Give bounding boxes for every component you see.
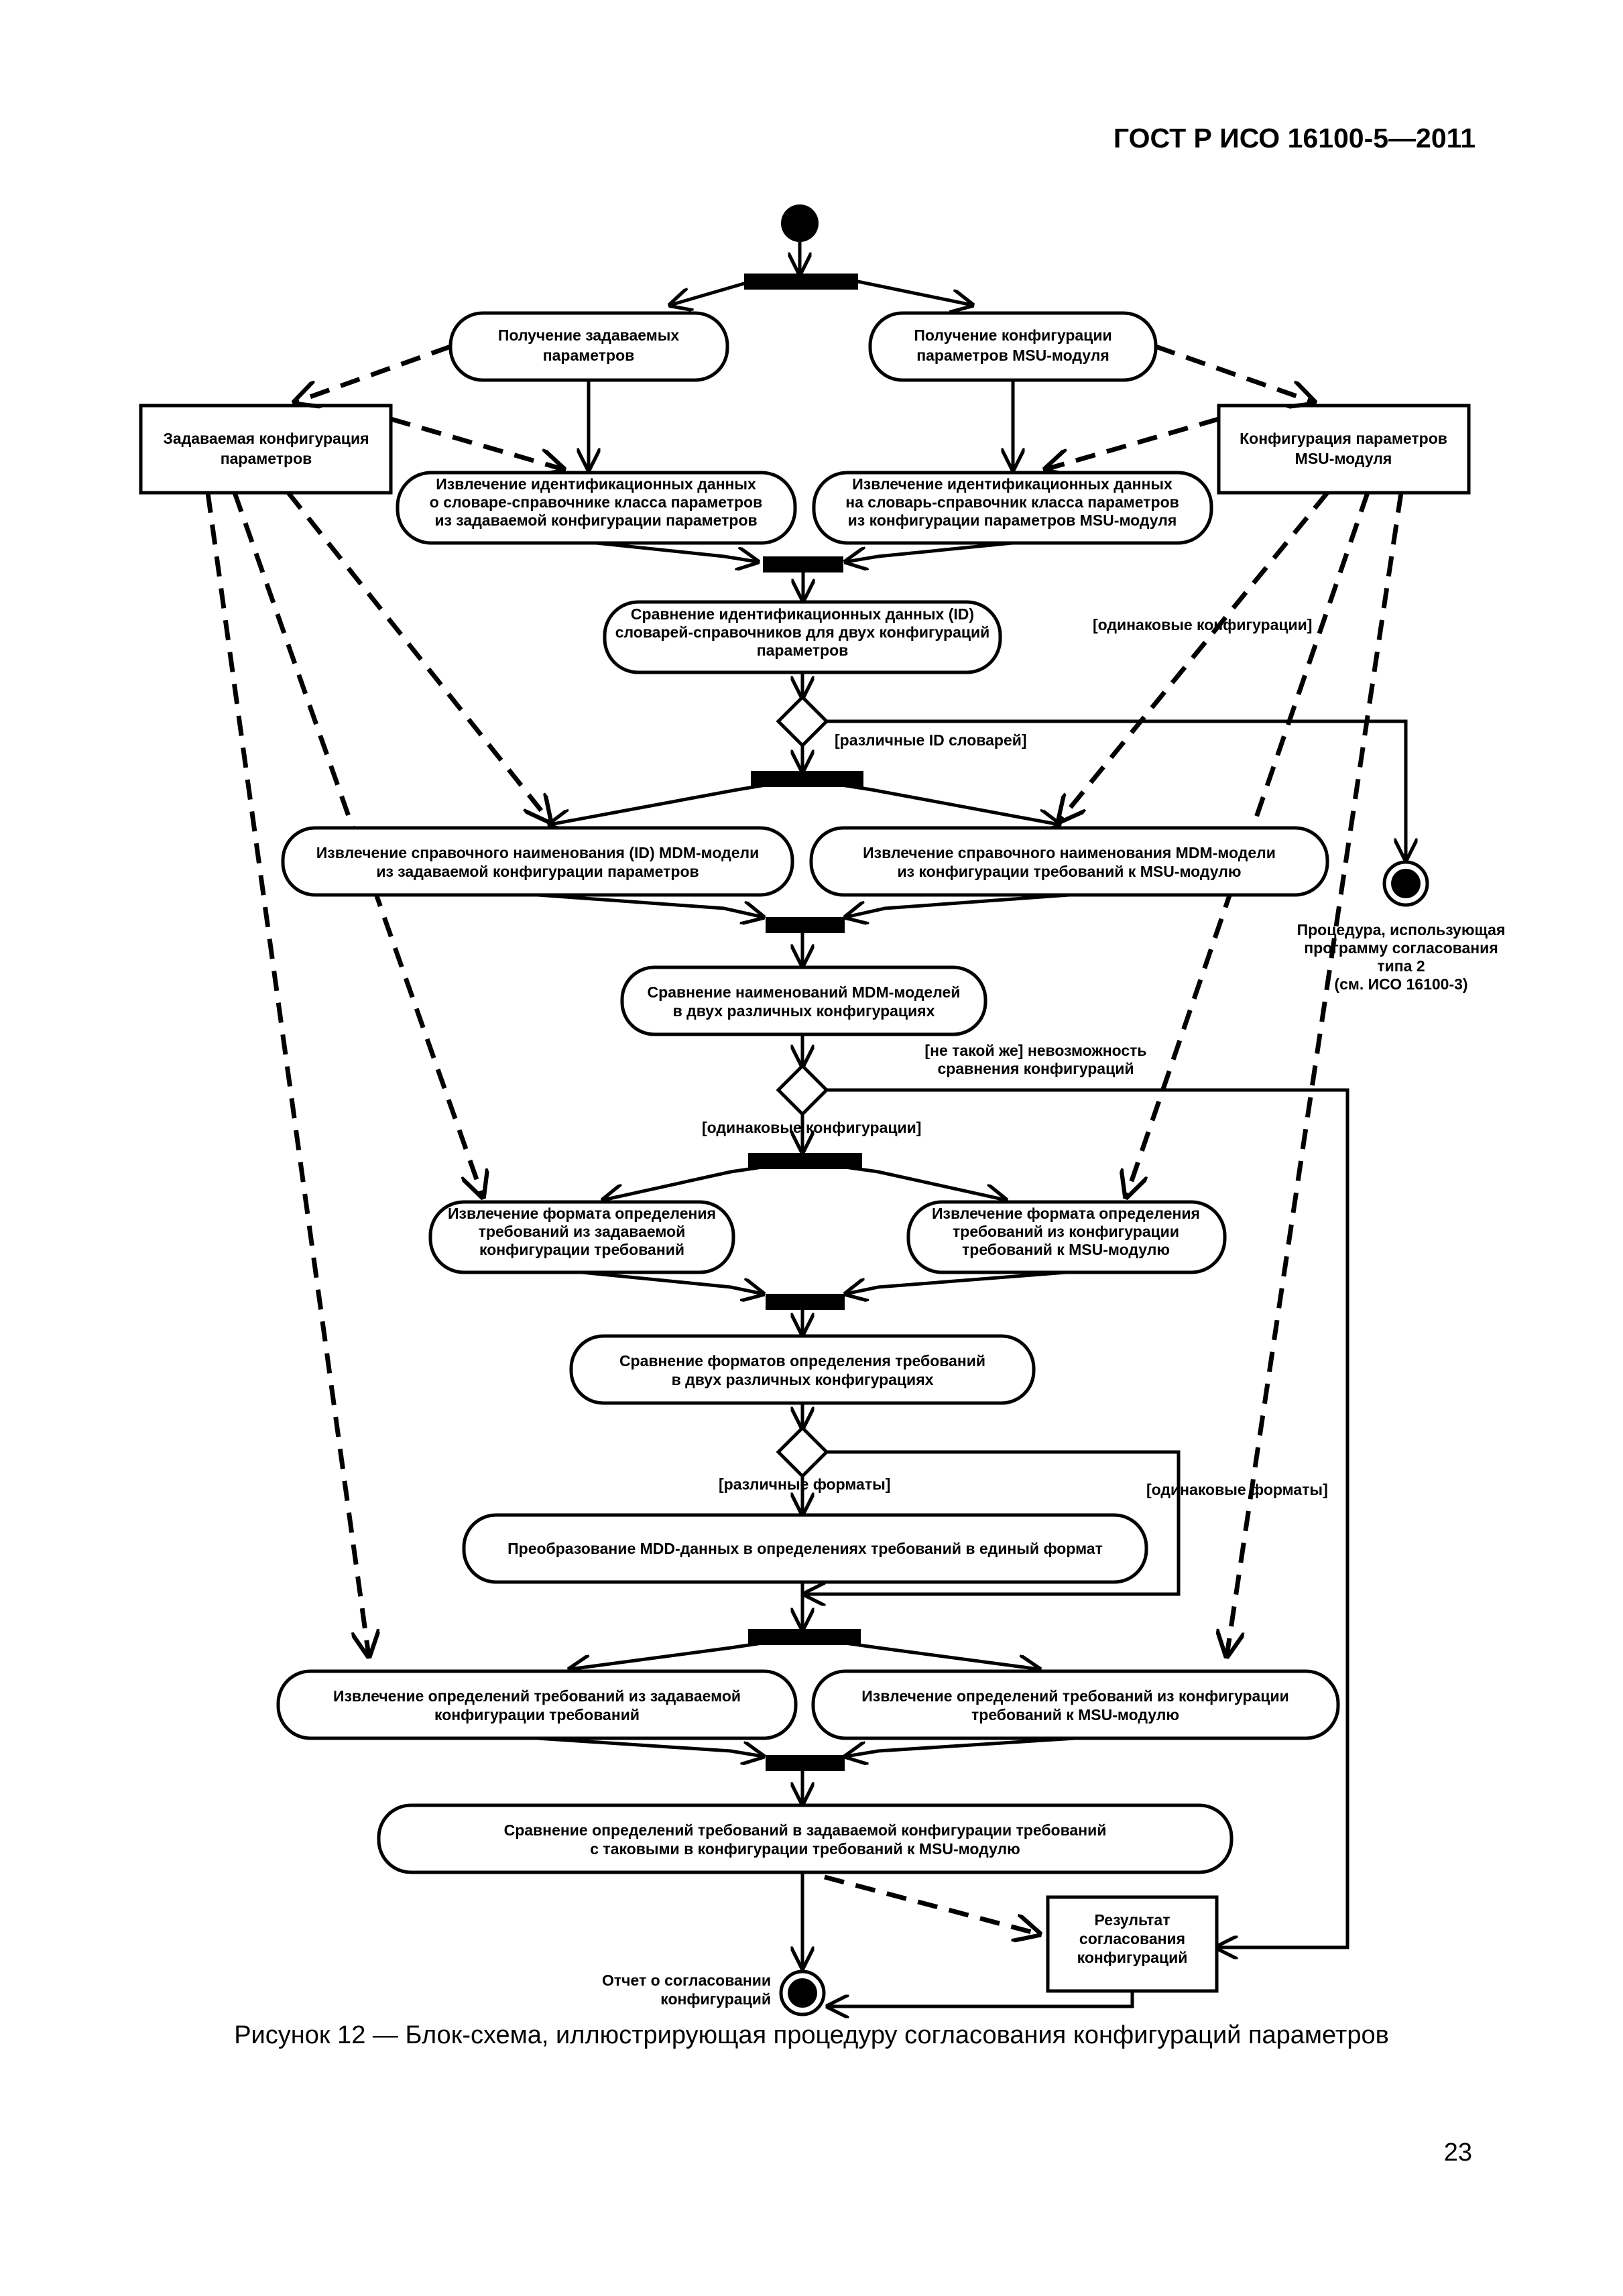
guard-same-formats: [одинаковые форматы] xyxy=(1146,1481,1328,1498)
svg-text:Задаваемая конфигурация: Задаваемая конфигурация xyxy=(163,430,369,447)
svg-text:Сравнение форматов определения: Сравнение форматов определения требовани… xyxy=(619,1352,985,1370)
svg-text:Извлечение идентификационных д: Извлечение идентификационных данных xyxy=(436,475,756,493)
svg-text:Извлечение формата определения: Извлечение формата определения xyxy=(448,1205,716,1222)
svg-text:типа 2: типа 2 xyxy=(1377,957,1425,975)
svg-text:параметров MSU-модуля: параметров MSU-модуля xyxy=(916,347,1109,364)
svg-text:Извлечение определений требова: Извлечение определений требований из зад… xyxy=(333,1687,741,1705)
svg-text:из задаваемой конфигурации пар: из задаваемой конфигурации параметров xyxy=(434,511,757,529)
activity-transform-mdd: Преобразование MDD-данных в определениях… xyxy=(462,1513,1148,1584)
svg-text:параметров: параметров xyxy=(757,642,849,659)
svg-text:Извлечение формата определения: Извлечение формата определения xyxy=(932,1205,1200,1222)
guard-diff-dict-ids: [различные ID словарей] xyxy=(835,731,1027,749)
object-result: Результат согласования конфигураций xyxy=(1046,1895,1219,1993)
svg-text:Отчет о согласовании: Отчет о согласовании xyxy=(602,1972,771,1989)
svg-text:из конфигурации требований к M: из конфигурации требований к MSU-модулю xyxy=(897,863,1241,880)
page-number: 23 xyxy=(1443,2138,1472,2167)
svg-text:на словарь-справочник класса п: на словарь-справочник класса параметров xyxy=(845,493,1179,511)
activity-compare-formats: Сравнение форматов определения требовани… xyxy=(569,1334,1036,1405)
svg-text:Сравнение определений требован: Сравнение определений требований в задав… xyxy=(504,1821,1107,1839)
svg-text:Конфигурация параметров: Конфигурация параметров xyxy=(1240,430,1447,447)
join-bar-4 xyxy=(766,917,845,933)
svg-text:словарей-справочников для двух: словарей-справочников для двух конфигура… xyxy=(615,623,990,641)
note-type2-procedure: Процедура, использующая программу соглас… xyxy=(1297,921,1506,993)
decision-node-1 xyxy=(776,694,829,748)
guard-not-same: [не такой же] невозможность сравнения ко… xyxy=(924,1042,1146,1077)
activity-extract-defs-msu: Извлечение определений требований из кон… xyxy=(811,1669,1340,1740)
svg-text:программу согласования: программу согласования xyxy=(1304,939,1498,957)
activity-extract-mdm-msu: Извлечение справочного наименования MDM-… xyxy=(809,826,1329,897)
svg-text:Получение задаваемых: Получение задаваемых xyxy=(498,326,680,344)
activity-compare-mdm: Сравнение наименований MDM-моделей в дву… xyxy=(620,965,987,1036)
final-node-report xyxy=(779,1970,826,2016)
svg-text:из задаваемой конфигурации пар: из задаваемой конфигурации параметров xyxy=(376,863,699,880)
svg-text:из конфигурации параметров MSU: из конфигурации параметров MSU-модуля xyxy=(848,511,1177,529)
activity-compare-defs: Сравнение определений требований в задав… xyxy=(377,1803,1234,1874)
svg-text:конфигурации требований: конфигурации требований xyxy=(434,1706,640,1724)
svg-text:требований из задаваемой: требований из задаваемой xyxy=(479,1223,686,1240)
figure-caption: Рисунок 12 — Блок-схема, иллюстрирующая … xyxy=(234,2021,1389,2049)
join-bar-2 xyxy=(763,556,843,572)
initial-node xyxy=(781,204,819,242)
svg-text:параметров: параметров xyxy=(543,347,635,364)
svg-text:согласования: согласования xyxy=(1079,1930,1185,1947)
svg-text:Процедура, использующая: Процедура, использующая xyxy=(1297,921,1506,939)
object-given-config: Задаваемая конфигурация параметров xyxy=(139,404,393,495)
decision-node-3 xyxy=(776,1425,829,1479)
svg-text:конфигураций: конфигураций xyxy=(1077,1949,1188,1966)
svg-text:Извлечение определений требова: Извлечение определений требований из кон… xyxy=(861,1687,1288,1705)
svg-text:Извлечение справочного наимено: Извлечение справочного наименования (ID)… xyxy=(316,844,759,861)
svg-text:конфигураций: конфигураций xyxy=(660,1990,771,2008)
object-msu-config: Конфигурация параметров MSU-модуля xyxy=(1217,404,1471,495)
svg-text:Преобразование MDD-данных в оп: Преобразование MDD-данных в определениях… xyxy=(507,1540,1103,1557)
document-header: ГОСТ Р ИСО 16100-5—2011 xyxy=(1113,123,1476,154)
svg-text:Результат: Результат xyxy=(1095,1911,1170,1929)
final-node-type2 xyxy=(1382,860,1429,907)
svg-text:в двух различных конфигурациях: в двух различных конфигурациях xyxy=(673,1002,935,1020)
activity-get-msu-config: Получение конфигурации параметров MSU-мо… xyxy=(868,311,1158,382)
svg-text:Сравнение идентификационных да: Сравнение идентификационных данных (ID) xyxy=(631,605,974,623)
activity-extract-id-given: Извлечение идентификационных данных о сл… xyxy=(396,471,797,545)
activity-extract-id-msu: Извлечение идентификационных данных на с… xyxy=(812,471,1213,545)
svg-text:требований из конфигурации: требований из конфигурации xyxy=(953,1223,1179,1240)
activity-extract-format-given: Извлечение формата определения требовани… xyxy=(428,1200,735,1274)
svg-text:конфигурации требований: конфигурации требований xyxy=(479,1241,684,1258)
svg-text:Извлечение идентификационных д: Извлечение идентификационных данных xyxy=(852,475,1173,493)
activity-extract-defs-given: Извлечение определений требований из зад… xyxy=(276,1669,798,1740)
svg-text:Получение конфигурации: Получение конфигурации xyxy=(914,326,1111,344)
note-report: Отчет о согласовании конфигураций xyxy=(602,1972,771,2008)
svg-text:параметров: параметров xyxy=(221,450,312,467)
activity-compare-ids: Сравнение идентификационных данных (ID) … xyxy=(603,600,1002,674)
guard-same-configs-2: [одинаковые конфигурации] xyxy=(702,1119,921,1136)
svg-text:с таковыми в конфигурации треб: с таковыми в конфигурации требований к M… xyxy=(590,1840,1020,1858)
svg-text:в двух различных конфигурациях: в двух различных конфигурациях xyxy=(672,1371,934,1388)
svg-text:сравнения конфигураций: сравнения конфигураций xyxy=(937,1060,1134,1077)
join-bar-6 xyxy=(766,1294,845,1310)
guard-diff-formats: [различные форматы] xyxy=(719,1475,890,1493)
decision-node-2 xyxy=(776,1063,829,1117)
svg-text:(см. ИСО 16100-3): (см. ИСО 16100-3) xyxy=(1334,975,1467,993)
svg-text:требований к MSU-модулю: требований к MSU-модулю xyxy=(971,1706,1179,1724)
activity-extract-format-msu: Извлечение формата определения требовани… xyxy=(906,1200,1227,1274)
guard-same-configs-1: [одинаковые конфигурации] xyxy=(1093,616,1312,633)
svg-text:MSU-модуля: MSU-модуля xyxy=(1295,450,1392,467)
activity-extract-mdm-given: Извлечение справочного наименования (ID)… xyxy=(281,826,794,897)
activity-get-given-params: Получение задаваемых параметров xyxy=(448,311,729,382)
svg-text:Сравнение наименований MDM-мод: Сравнение наименований MDM-моделей xyxy=(648,983,961,1001)
svg-text:о словаре-справочнике класса п: о словаре-справочнике класса параметров xyxy=(430,493,762,511)
svg-text:Извлечение справочного наимено: Извлечение справочного наименования MDM-… xyxy=(863,844,1276,861)
svg-text:требований к MSU-модулю: требований к MSU-модулю xyxy=(962,1241,1170,1258)
join-bar-8 xyxy=(766,1755,845,1771)
svg-text:[не такой же] невозможность: [не такой же] невозможность xyxy=(924,1042,1146,1059)
